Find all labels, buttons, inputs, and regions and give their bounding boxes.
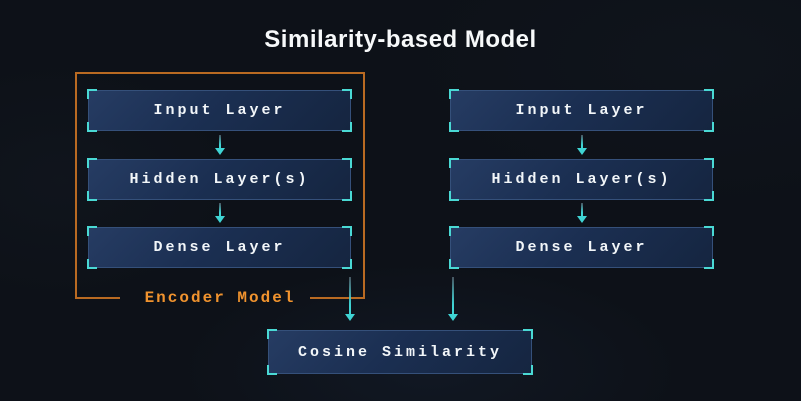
node-input-layer-left: Input Layer (87, 89, 352, 132)
corner-bracket-icon (449, 89, 459, 99)
node-dense-layer-left: Dense Layer (87, 226, 352, 269)
down-arrow-icon (344, 277, 356, 321)
corner-bracket-icon (449, 191, 459, 201)
node-dense-layer-right: Dense Layer (449, 226, 714, 269)
corner-bracket-icon (342, 122, 352, 132)
arrow-head (577, 216, 587, 223)
corner-bracket-icon (342, 89, 352, 99)
corner-bracket-icon (704, 122, 714, 132)
node-label: Input Layer (515, 102, 648, 119)
arrow-stem (219, 203, 221, 216)
corner-bracket-icon (704, 191, 714, 201)
arrow-head (215, 148, 225, 155)
corner-bracket-icon (449, 226, 459, 236)
arrow-stem (581, 135, 583, 148)
corner-bracket-icon (449, 122, 459, 132)
down-arrow-icon (447, 277, 459, 321)
corner-bracket-icon (342, 259, 352, 269)
corner-bracket-icon (704, 259, 714, 269)
corner-bracket-icon (704, 226, 714, 236)
arrow-stem (581, 203, 583, 216)
corner-bracket-icon (87, 89, 97, 99)
encoder-frame-bottom-right-segment (310, 297, 365, 299)
arrow-stem (452, 277, 454, 314)
encoder-frame (75, 72, 365, 298)
corner-bracket-icon (523, 329, 533, 339)
corner-bracket-icon (87, 226, 97, 236)
node-label: Cosine Similarity (297, 343, 503, 361)
corner-bracket-icon (523, 365, 533, 375)
down-arrow-icon (576, 135, 588, 155)
corner-bracket-icon (704, 89, 714, 99)
corner-bracket-icon (342, 158, 352, 168)
down-arrow-icon (576, 203, 588, 223)
node-label: Hidden Layer(s) (491, 171, 672, 188)
corner-bracket-icon (342, 226, 352, 236)
node-label: Dense Layer (515, 239, 648, 256)
corner-bracket-icon (342, 191, 352, 201)
corner-bracket-icon (449, 158, 459, 168)
corner-bracket-icon (87, 259, 97, 269)
node-hidden-layers-right: Hidden Layer(s) (449, 158, 714, 201)
corner-bracket-icon (449, 259, 459, 269)
arrow-stem (219, 135, 221, 148)
arrow-head (448, 314, 458, 321)
node-label: Dense Layer (153, 239, 286, 256)
arrow-head (577, 148, 587, 155)
node-hidden-layers-left: Hidden Layer(s) (87, 158, 352, 201)
node-cosine-similarity: Cosine Similarity (267, 329, 533, 375)
down-arrow-icon (214, 203, 226, 223)
page-title: Similarity-based Model (264, 26, 537, 53)
arrow-stem (349, 277, 351, 314)
encoder-model-label: Encoder Model (144, 289, 296, 307)
node-label: Input Layer (153, 102, 286, 119)
arrow-head (215, 216, 225, 223)
arrow-head (345, 314, 355, 321)
node-label: Hidden Layer(s) (129, 171, 310, 188)
corner-bracket-icon (87, 122, 97, 132)
node-input-layer-right: Input Layer (449, 89, 714, 132)
corner-bracket-icon (87, 158, 97, 168)
corner-bracket-icon (267, 329, 277, 339)
corner-bracket-icon (704, 158, 714, 168)
down-arrow-icon (214, 135, 226, 155)
corner-bracket-icon (87, 191, 97, 201)
corner-bracket-icon (267, 365, 277, 375)
encoder-frame-bottom-left-segment (75, 297, 120, 299)
